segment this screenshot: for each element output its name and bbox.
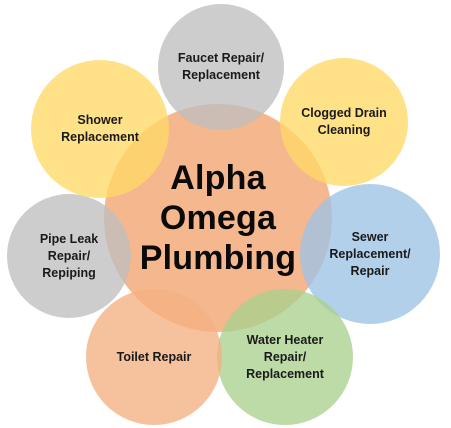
clogged-drain-circle: Clogged Drain Cleaning [280, 58, 408, 186]
water-heater-circle: Water Heater Repair/ Replacement [217, 289, 353, 425]
center-title: Alpha Omega Plumbing [139, 159, 297, 277]
faucet-repair-circle: Faucet Repair/ Replacement [158, 4, 284, 130]
shower-replacement-circle: Shower Replacement [31, 60, 169, 198]
pipe-leak-label: Pipe Leak Repair/ Repiping [39, 231, 99, 280]
clogged-drain-label: Clogged Drain Cleaning [301, 106, 387, 137]
shower-replacement-label: Shower Replacement [61, 113, 139, 144]
faucet-repair-label: Faucet Repair/ Replacement [177, 51, 265, 82]
toilet-repair-circle: Toilet Repair [86, 289, 222, 425]
water-heater-label: Water Heater Repair/ Replacement [246, 332, 324, 381]
sewer-label: Sewer Replacement/ Repair [329, 229, 411, 278]
toilet-repair-label: Toilet Repair [116, 349, 192, 364]
pipe-leak-circle: Pipe Leak Repair/ Repiping [7, 194, 131, 318]
